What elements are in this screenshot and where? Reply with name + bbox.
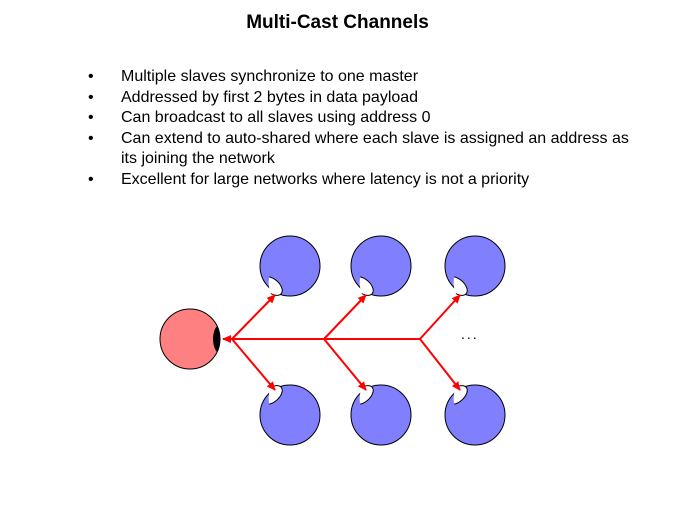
- slave-node: [259, 235, 321, 297]
- bullet-marker: •: [88, 129, 94, 147]
- branch-arrow-top: [323, 294, 367, 340]
- branch-arrow-bottom: [419, 338, 461, 391]
- bullet-marker: •: [88, 88, 94, 106]
- slave-circle: [444, 384, 506, 446]
- bullet-text: Can broadcast to all slaves using addres…: [121, 109, 431, 126]
- bullet-item: • Addressed by first 2 bytes in data payl…: [88, 88, 648, 109]
- branch-arrow-bottom: [323, 338, 367, 391]
- bullet-item: • Multiple slaves synchronize to one mast…: [88, 67, 648, 88]
- bullet-list: • Multiple slaves synchronize to one mast…: [88, 67, 648, 190]
- bullet-text: Multiple slaves synchronize to one maste…: [121, 68, 419, 85]
- slave-node: [444, 235, 506, 297]
- slave-node: [259, 384, 321, 446]
- slave-node: [350, 384, 412, 446]
- bullet-item: • Can extend to auto-shared where each sl…: [88, 129, 648, 170]
- slave-circle: [444, 235, 506, 297]
- bullet-text: Can extend to auto-shared where each sla…: [121, 129, 629, 168]
- bullet-item: • Can broadcast to all slaves using addre…: [88, 108, 648, 129]
- master-node: [159, 308, 221, 370]
- slave-node: [350, 235, 412, 297]
- bullet-marker: •: [88, 109, 94, 126]
- branch-arrow-top: [231, 294, 276, 340]
- slave-circle: [259, 384, 321, 446]
- slave-circle: [350, 235, 412, 297]
- branch-arrow-bottom: [231, 338, 276, 391]
- bullet-item: • Excellent for large networks where late…: [88, 170, 648, 191]
- bullet-text: Addressed by first 2 bytes in data paylo…: [121, 88, 419, 106]
- bullet-text: Excellent for large networks where laten…: [121, 170, 530, 188]
- slide-title: Multi-Cast Channels: [246, 12, 429, 33]
- bullet-marker: •: [88, 170, 94, 188]
- branch-arrow-top: [419, 294, 461, 340]
- slave-circle: [259, 235, 321, 297]
- slave-node: [444, 384, 506, 446]
- bullet-marker: •: [88, 68, 94, 85]
- continuation-ellipsis: ...: [461, 326, 479, 342]
- master-port: [213, 324, 220, 354]
- slave-circle: [350, 384, 412, 446]
- arrows: [222, 294, 461, 391]
- master-circle: [159, 308, 221, 370]
- slave-nodes: [259, 235, 506, 446]
